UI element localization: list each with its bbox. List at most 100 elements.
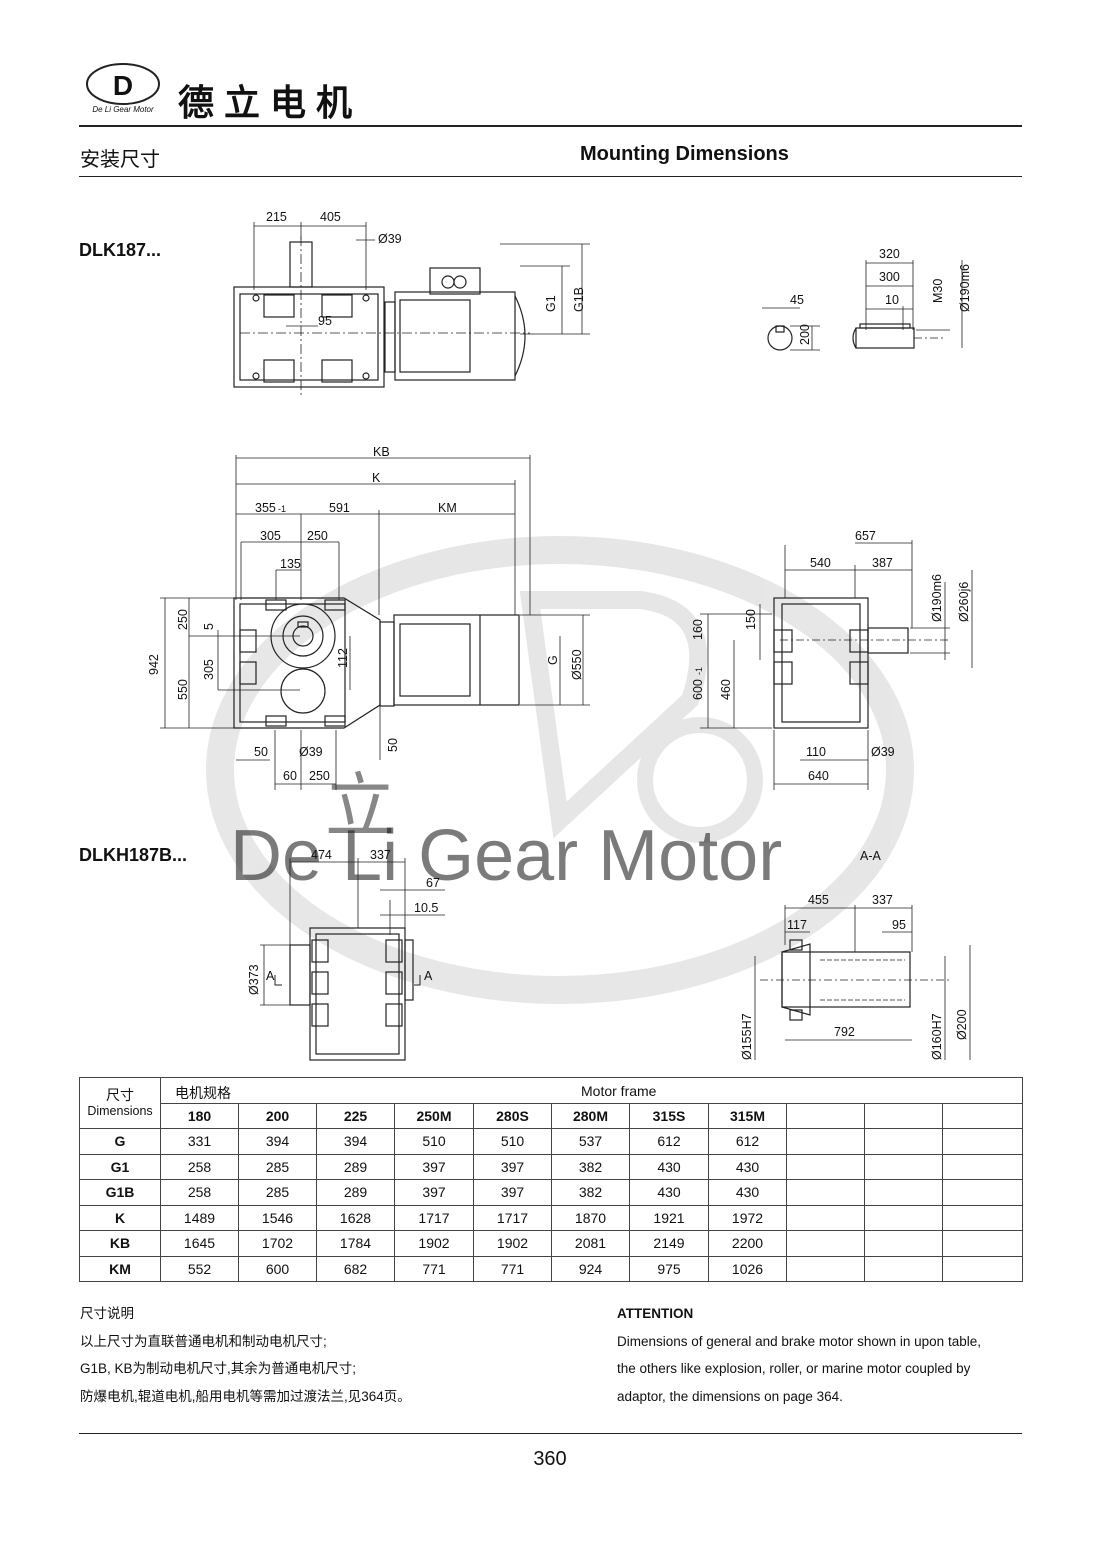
drawing-hollow-view [260, 858, 445, 1061]
dim-g1b: G1B [572, 287, 586, 312]
brand-name: 德立电机 [178, 82, 363, 124]
table-cell: 285 [238, 1153, 317, 1180]
dim-5: 5 [202, 623, 216, 630]
dim-m30: M30 [931, 279, 945, 303]
dim-405: 405 [320, 210, 341, 224]
dim-250v: 250 [176, 609, 190, 630]
row-label: KB [79, 1230, 161, 1257]
dim-150: 150 [744, 609, 758, 630]
table-cell [864, 1230, 943, 1257]
dim-455: 455 [808, 893, 829, 907]
table-cell: 382 [551, 1153, 630, 1180]
notes-cn-title: 尺寸说明 [80, 1306, 134, 1321]
dim-550v: 550 [176, 679, 190, 700]
title-rule [79, 176, 1022, 177]
motor-label-cn: 电机规格 [175, 1085, 231, 1101]
dim-387: 387 [872, 556, 893, 570]
table-header-row-1: 尺寸 Dimensions 电机规格 Motor frame [79, 1077, 1024, 1129]
frame-cell [941, 1102, 1024, 1129]
table-cell [864, 1255, 943, 1282]
dim-320: 320 [879, 247, 900, 261]
table-cell: 394 [316, 1128, 395, 1155]
table-cell [941, 1204, 1024, 1231]
table-cell [786, 1204, 865, 1231]
table-cell: 2149 [629, 1230, 709, 1257]
table-cell: 397 [473, 1179, 552, 1206]
header-rule [79, 125, 1022, 127]
table-cell [786, 1255, 865, 1282]
section-title-en: Mounting Dimensions [580, 143, 789, 165]
table-header-row-2: 180 200 225 250M 280S 280M 315S 315M [80, 1102, 1024, 1129]
dim-135: 135 [280, 557, 301, 571]
dim-d160h7: Ø160H7 [930, 1013, 944, 1060]
watermark-cn: 立 [325, 767, 395, 845]
notes-cn-line: 防爆电机,辊道电机,船用电机等需加过渡法兰,见364页。 [80, 1388, 411, 1404]
table-cell [786, 1230, 865, 1257]
table-cell: 510 [473, 1128, 552, 1155]
dim-355: 355 [255, 501, 276, 515]
dimensions-header: 尺寸 Dimensions [79, 1077, 161, 1129]
motor-frame-header: 电机规格 Motor frame [159, 1077, 1024, 1104]
table-cell [941, 1128, 1024, 1155]
dim-50: 50 [254, 745, 268, 759]
watermark [206, 536, 914, 1004]
table-cell: 285 [238, 1179, 317, 1206]
dims-label-en: Dimensions [87, 1104, 153, 1118]
frame-cell: 180 [160, 1102, 239, 1129]
table-cell: 1628 [316, 1204, 395, 1231]
table-cell: 1902 [394, 1230, 474, 1257]
table-cell [941, 1230, 1024, 1257]
dim-d190: Ø190m6 [958, 264, 972, 312]
row-label: G [79, 1128, 161, 1155]
dim-d39: Ø39 [378, 232, 402, 246]
table-cell: 975 [629, 1255, 709, 1282]
dim-kb: KB [373, 445, 390, 459]
notes-cn-line: 以上尺寸为直联普通电机和制动电机尺寸; [80, 1333, 327, 1349]
dim-591: 591 [329, 501, 350, 515]
notes-cn-line: G1B, KB为制动电机尺寸,其余为普通电机尺寸; [80, 1361, 357, 1376]
section-aa-view [754, 905, 971, 1060]
dim-792: 792 [834, 1025, 855, 1039]
row-label: G1B [79, 1179, 161, 1206]
dim-10: 10 [885, 293, 899, 307]
frame-cell: 315S [629, 1102, 709, 1129]
table-row: KM 552 600 682 771 771 924 975 1026 [79, 1255, 1024, 1282]
table-cell [941, 1153, 1024, 1180]
brand-logo: D De Li Gear Motor [83, 62, 163, 114]
page-number: 360 [533, 1448, 567, 1470]
row-label: KM [79, 1255, 161, 1282]
dim-km: KM [438, 501, 457, 515]
table-cell [786, 1128, 865, 1155]
table-cell: 1026 [708, 1255, 787, 1282]
shaft-detail [762, 260, 963, 351]
dim-355-tol: -1 [278, 504, 286, 514]
dim-60: 60 [283, 769, 297, 783]
dim-10-5: 10.5 [414, 901, 438, 915]
dim-45: 45 [790, 293, 804, 307]
dim-d200-aa: Ø200 [955, 1009, 969, 1040]
footer-rule [79, 1433, 1022, 1434]
svg-text:D: D [113, 70, 133, 101]
frame-cell: 280S [473, 1102, 552, 1129]
dim-600: 600 [691, 679, 705, 700]
table-cell [864, 1179, 943, 1206]
section-title-cn: 安装尺寸 [80, 149, 160, 171]
table-cell: 552 [160, 1255, 239, 1282]
table-row: G1 258 285 289 397 397 382 430 430 [79, 1153, 1024, 1180]
table-cell: 331 [160, 1128, 239, 1155]
table-cell: 1784 [316, 1230, 395, 1257]
dim-95: 95 [318, 314, 332, 328]
table-cell: 430 [629, 1153, 709, 1180]
table-cell: 1546 [238, 1204, 317, 1231]
watermark-text: De Li Gear Motor [230, 816, 782, 896]
frame-cell: 200 [238, 1102, 317, 1129]
dim-d190m6: Ø190m6 [930, 574, 944, 622]
dim-112: 112 [336, 648, 350, 668]
table-cell: 1921 [629, 1204, 709, 1231]
dim-460: 460 [719, 679, 733, 700]
table-cell: 612 [708, 1128, 787, 1155]
dim-d260j6: Ø260j6 [957, 582, 971, 622]
table-cell [941, 1179, 1024, 1206]
dim-g: G [546, 655, 560, 665]
dims-label-cn: 尺寸 [106, 1087, 134, 1103]
